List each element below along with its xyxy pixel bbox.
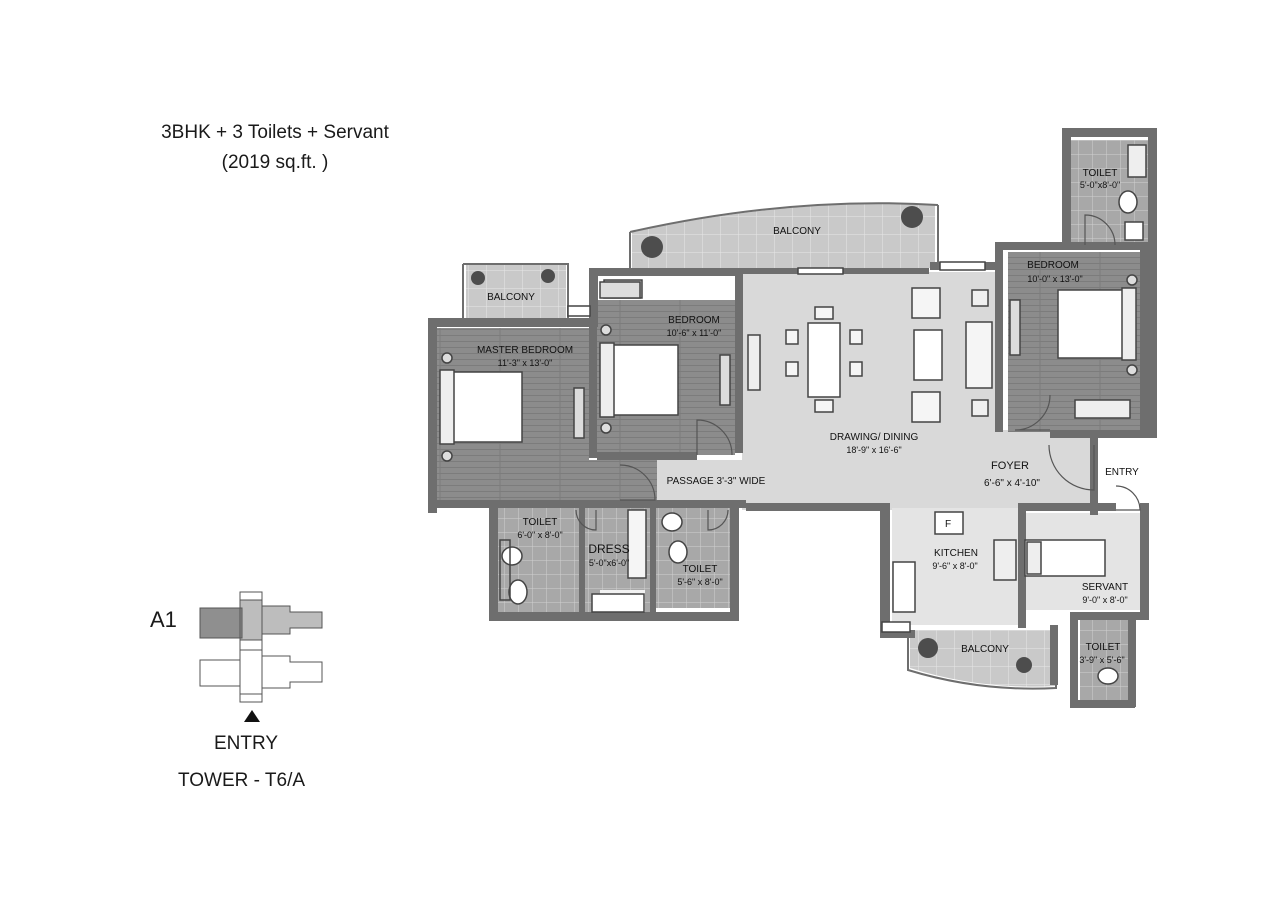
key-plan bbox=[199, 591, 323, 722]
key-plan-tower-label: TOWER - T6/A bbox=[178, 770, 306, 791]
toilet-master-size: 6'-0" x 8'-0" bbox=[517, 530, 562, 540]
entry-arrow-icon bbox=[244, 710, 260, 722]
room-labels: BALCONY BALCONY BALCONY TOILET 5'-0"x8'-… bbox=[477, 168, 1139, 665]
doors bbox=[575, 214, 1141, 531]
key-plan-unit-label: A1 bbox=[150, 607, 177, 632]
balcony-bottom-label: BALCONY bbox=[961, 644, 1009, 655]
bedroom-right-label: BEDROOM bbox=[1027, 260, 1079, 271]
toilet-top-label: TOILET bbox=[1083, 168, 1118, 179]
fridge-mark: F bbox=[945, 519, 951, 530]
dress-label: DRESS bbox=[588, 542, 629, 556]
toilet-servant-size: 3'-9" x 5'-6" bbox=[1079, 655, 1124, 665]
bedroom-right-size: 10'-0" x 13'-0" bbox=[1027, 274, 1082, 284]
bedroom-mid-label: BEDROOM bbox=[668, 315, 720, 326]
master-bedroom-label: MASTER BEDROOM bbox=[477, 345, 573, 356]
passage-label: PASSAGE 3'-3" WIDE bbox=[667, 476, 766, 487]
balcony-railings bbox=[462, 202, 1057, 690]
toilet-top-size: 5'-0"x8'-0" bbox=[1080, 180, 1120, 190]
foyer-size: 6'-6" x 4'-10" bbox=[984, 478, 1040, 489]
balcony-left-label: BALCONY bbox=[487, 292, 535, 303]
dress-size: 5'-0"x6'-0" bbox=[589, 558, 629, 568]
balcony-top-label: BALCONY bbox=[773, 226, 821, 237]
toilet-servant-label: TOILET bbox=[1086, 642, 1121, 653]
toilet-mid-size: 5'-6" x 8'-0" bbox=[677, 577, 722, 587]
drawing-dining-label: DRAWING/ DINING bbox=[830, 432, 919, 443]
plan-title: 3BHK + 3 Toilets + Servant bbox=[161, 122, 389, 143]
drawing-dining-size: 18'-9" x 16'-6" bbox=[846, 445, 901, 455]
toilet-mid-label: TOILET bbox=[683, 564, 718, 575]
furniture bbox=[439, 144, 1147, 685]
plant-icons bbox=[471, 206, 1032, 673]
servant-size: 9'-0" x 8'-0" bbox=[1082, 595, 1127, 605]
kitchen-size: 9'-6" x 8'-0" bbox=[932, 561, 977, 571]
master-bedroom-size: 11'-3" x 13'-0" bbox=[498, 358, 553, 368]
toilet-master-label: TOILET bbox=[523, 517, 558, 528]
key-plan-entry-label: ENTRY bbox=[214, 733, 279, 754]
kitchen-label: KITCHEN bbox=[934, 548, 978, 559]
entry-label: ENTRY bbox=[1105, 467, 1139, 478]
foyer-label: FOYER bbox=[991, 460, 1029, 472]
bedroom-mid-size: 10'-6" x 11'-0" bbox=[667, 328, 722, 338]
servant-label: SERVANT bbox=[1082, 582, 1128, 593]
plan-area: (2019 sq.ft. ) bbox=[221, 152, 329, 173]
